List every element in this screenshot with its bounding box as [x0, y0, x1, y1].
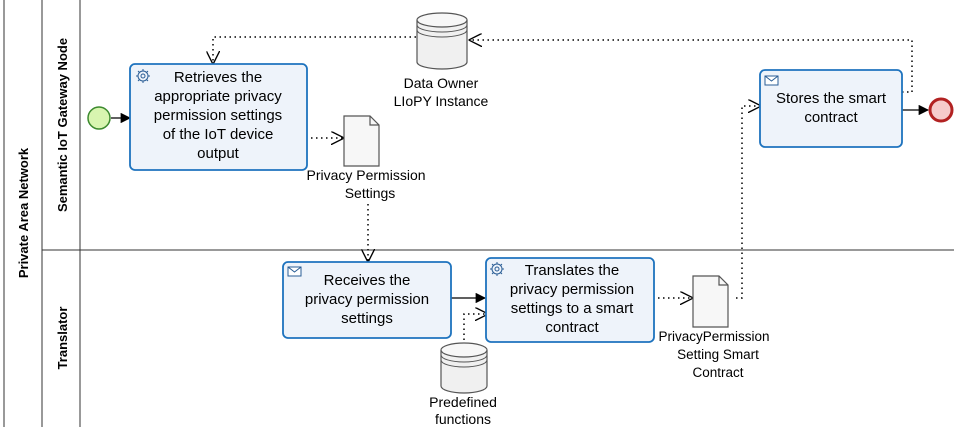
task-translate-line-2: privacy permission	[510, 281, 634, 298]
task-retrieve-line-2: appropriate privacy	[154, 88, 282, 105]
task-translate-line-1: Translates the	[525, 262, 620, 279]
gear-icon	[136, 69, 150, 83]
data-associations	[213, 36, 913, 345]
end-event[interactable]	[928, 97, 954, 123]
pool-label: Private Area Network	[16, 147, 31, 278]
task-translate-box[interactable]	[485, 257, 655, 343]
data-object-pps-line-2: Settings	[345, 185, 396, 201]
assoc-owner-to-retrieve[interactable]	[213, 36, 416, 63]
lane-label-translator: Translator	[55, 307, 70, 370]
task-store-line-2: contract	[804, 109, 858, 126]
envelope-icon	[764, 75, 779, 86]
task-store[interactable]: Stores the smart contract	[759, 69, 903, 148]
assoc-store-to-owner[interactable]	[470, 40, 913, 93]
task-retrieve-line-1: Retrieves the	[174, 69, 262, 86]
task-store-box[interactable]	[759, 69, 903, 148]
task-receive-line-3: settings	[341, 310, 393, 327]
lane-label-gateway: Semantic IoT Gateway Node	[55, 38, 70, 212]
assoc-ppssc-to-store[interactable]	[736, 106, 760, 299]
pool: Private Area Network Semantic IoT Gatewa…	[3, 0, 954, 427]
task-translate[interactable]: Translates the privacy permission settin…	[485, 257, 655, 343]
envelope-icon	[287, 266, 302, 277]
task-receive[interactable]: Receives the privacy permission settings	[282, 261, 452, 339]
task-retrieve-box[interactable]	[129, 63, 308, 171]
data-object-pps-line-1: Privacy Permission	[306, 167, 425, 183]
data-store-functions-line-1: Predefined	[429, 394, 497, 410]
task-receive-box[interactable]	[282, 261, 452, 339]
data-store-owner-line-1: Data Owner	[404, 75, 479, 91]
data-store-owner[interactable]: Data Owner LIoPY Instance	[394, 12, 489, 109]
start-event[interactable]	[87, 106, 111, 130]
task-retrieve-line-5: output	[197, 145, 240, 162]
task-store-line-1: Stores the smart	[776, 90, 887, 107]
task-receive-line-2: privacy permission	[305, 291, 429, 308]
task-retrieve-line-3: permission settings	[154, 107, 282, 124]
data-store-owner-line-2: LIoPY Instance	[394, 93, 489, 109]
data-object-ppssc-line-2: Setting Smart	[677, 347, 759, 362]
data-object-ppssc-line-1: PrivacyPermission	[658, 329, 769, 344]
task-translate-line-4: contract	[545, 319, 599, 336]
task-receive-line-1: Receives the	[324, 272, 411, 289]
data-object-ppssc-line-3: Contract	[692, 365, 743, 380]
data-store-functions-line-2: functions	[435, 411, 491, 427]
task-translate-line-3: settings to a smart	[511, 300, 634, 317]
sequence-flows	[111, 104, 930, 304]
task-retrieve-line-4: of the IoT device	[163, 126, 274, 143]
task-retrieve[interactable]: Retrieves the appropriate privacy permis…	[129, 63, 308, 171]
assoc-functions-to-translate[interactable]	[463, 314, 487, 345]
gear-icon	[490, 262, 504, 276]
data-object-pps[interactable]: Privacy Permission Settings	[306, 115, 426, 201]
data-object-ppssc[interactable]: PrivacyPermission Setting Smart Contract	[658, 275, 770, 380]
data-store-functions[interactable]: Predefined functions	[429, 342, 497, 427]
